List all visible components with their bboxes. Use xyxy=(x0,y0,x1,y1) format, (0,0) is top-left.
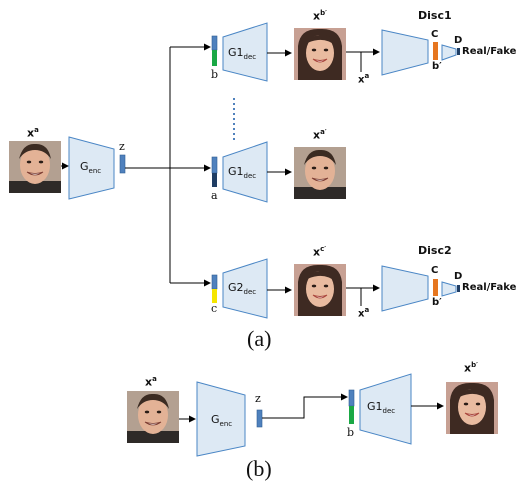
label-g-enc: Genc xyxy=(80,160,102,176)
g2-dec-block xyxy=(222,258,268,319)
label-xa-b: xa xyxy=(145,375,157,389)
label-real-fake-1: Real/Fake xyxy=(462,46,517,57)
label-b: b xyxy=(211,68,219,81)
label-a: a xyxy=(211,189,218,202)
label-b-prime-disc2: b′ xyxy=(432,297,442,308)
b-code-b xyxy=(348,389,355,424)
c-code xyxy=(211,274,218,303)
a-code xyxy=(211,156,218,187)
label-xa-prime: xa′ xyxy=(313,128,327,142)
label-d-disc2: D xyxy=(454,271,463,282)
label-g1-dec-mid: G1dec xyxy=(228,165,257,181)
label-disc1: Disc1 xyxy=(418,9,452,22)
b-code xyxy=(211,35,218,66)
label-real-fake-2: Real/Fake xyxy=(462,282,517,293)
label-z: z xyxy=(119,140,125,153)
g1-dec-block-top xyxy=(222,22,268,82)
face-xc-prime xyxy=(293,263,347,317)
disc1-d-block xyxy=(441,44,457,61)
z-code-b xyxy=(256,409,263,428)
label-g1-dec-b: G1dec xyxy=(367,400,396,416)
label-xc-prime: xc′ xyxy=(313,245,327,259)
label-xb-prime: xb′ xyxy=(313,9,327,23)
label-disc2: Disc2 xyxy=(418,244,452,257)
line-z-to-b-code xyxy=(262,393,348,419)
label-xa-disc1: xa xyxy=(358,72,370,86)
label-d-disc1: D xyxy=(454,35,463,46)
face-xa-prime xyxy=(293,146,347,200)
disc2-classifier-c xyxy=(433,279,438,296)
label-c: c xyxy=(211,302,218,315)
label-b-b: b xyxy=(347,426,355,439)
disc1-classifier-c xyxy=(433,42,438,60)
label-xb-prime-b: xb′ xyxy=(464,361,478,375)
input-face-xa-b xyxy=(126,390,180,444)
g-enc-block-b xyxy=(196,381,246,457)
disc2-d-output xyxy=(457,285,460,292)
label-g-enc-b: Genc xyxy=(211,413,233,429)
label-z-b: z xyxy=(255,392,261,405)
disc2-d-block xyxy=(441,281,457,297)
disc1-d-output xyxy=(457,48,460,55)
z-code xyxy=(119,154,126,174)
disc1-block xyxy=(381,29,429,76)
panel-label-b: (b) xyxy=(246,456,272,481)
label-c-disc1: C xyxy=(431,29,439,40)
panel-label-a: (a) xyxy=(247,326,272,351)
face-xb-prime xyxy=(293,27,347,81)
label-c-disc2: C xyxy=(431,265,439,276)
face-xb-prime-b xyxy=(445,381,499,435)
g-enc-block xyxy=(68,136,115,200)
label-xa-disc2: xa xyxy=(358,306,370,320)
label-g2-dec: G2dec xyxy=(228,281,257,297)
input-face-xa xyxy=(8,140,62,194)
label-xa: xa xyxy=(27,126,39,140)
g1-dec-block-mid xyxy=(222,141,268,203)
g1-dec-block-b xyxy=(359,373,412,445)
disc2-block xyxy=(381,265,429,312)
label-b-prime-disc1: b′ xyxy=(432,61,442,72)
label-g1-dec-top: G1dec xyxy=(228,46,257,62)
